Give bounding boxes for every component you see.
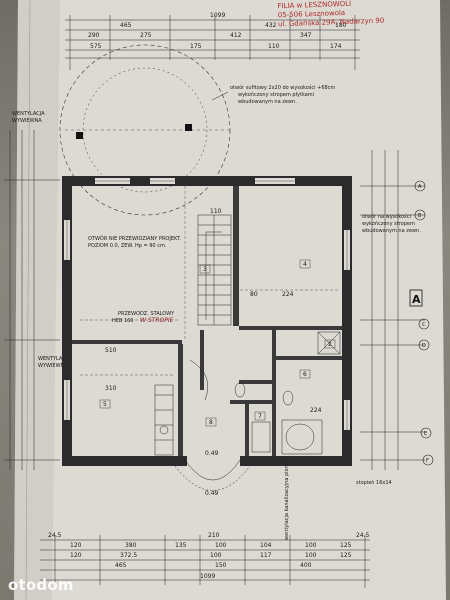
dim-text: 575: [90, 43, 102, 50]
dim-text: 224: [310, 407, 322, 414]
interior-walls: [72, 186, 342, 456]
axis-circles: [414, 180, 434, 466]
right-dimension-lines: [360, 150, 425, 470]
dim-text: 400: [300, 562, 312, 569]
dim-text: 100: [210, 552, 222, 559]
dim-text: 120: [70, 552, 82, 559]
left-side-note: WYWIEWNA: [38, 363, 68, 369]
upper-note: wykończony stropem płytkami: [238, 91, 314, 98]
vertical-note: wentylacja kanalizacyjna piony: [284, 462, 290, 540]
dim-text: 465: [115, 562, 127, 569]
upper-note: otwór sufitowy 2x20 do wysokości +68cm: [230, 84, 335, 91]
dim-text: 210: [208, 532, 220, 539]
dim-text: 275: [140, 32, 152, 39]
left-side-note: WYWIEWNA: [12, 118, 42, 124]
section-marker: [409, 289, 423, 307]
upper-note: wbudowanym na zewn.: [238, 99, 297, 105]
kitchen-counter: [154, 384, 174, 456]
dim-text: 510: [105, 347, 117, 354]
left-dimension-lines: [4, 130, 60, 470]
exterior-walls: [62, 176, 352, 466]
entrance-arcs: [174, 359, 251, 491]
top-total-dim: 1099: [210, 12, 225, 19]
bathroom-fixtures: [234, 331, 341, 455]
dim-text: 310: [105, 385, 117, 392]
dim-text: 380: [125, 542, 137, 549]
dim-text: 110: [210, 208, 222, 215]
beam-note: HEB 160: [112, 318, 133, 324]
dim-text: 465: [120, 22, 132, 29]
stair-note: stopień 16x14: [356, 479, 392, 486]
room-number: 3: [203, 266, 207, 273]
red-stamp: FILIA w LESZNOWOLI 05-506 Lesznowola ul.…: [277, 0, 408, 42]
top-dimension-lines: [65, 15, 360, 70]
left-side-note: WENTYLACJA: [38, 356, 71, 362]
dim-text: 0.49: [205, 490, 219, 497]
axis-label: B: [418, 213, 422, 219]
axis-label: F: [426, 458, 429, 464]
right-note: wykończony stropem: [362, 220, 415, 227]
dim-text: 347: [300, 32, 312, 39]
dim-text: 432: [265, 22, 277, 29]
dim-text: 125: [340, 542, 352, 549]
handwritten-note: W STROPIE: [140, 317, 174, 324]
room-note: POZIOM 0.0, ZEW. Hp = 90 cm.: [88, 243, 167, 249]
column-marker: [76, 132, 83, 139]
dim-text: 174: [330, 43, 342, 50]
dim-text: 24.5: [48, 532, 62, 539]
dim-text: 117: [260, 552, 272, 559]
dim-text: 224: [282, 291, 294, 298]
dim-text: 100: [215, 542, 227, 549]
staircase: [197, 214, 232, 326]
room-number: 8: [209, 419, 213, 426]
column-marker: [185, 124, 192, 131]
dim-text: 0.49: [205, 450, 219, 457]
paper-sheet: [14, 0, 446, 600]
section-letter: A: [412, 293, 421, 306]
dim-text: 175: [190, 43, 202, 50]
axis-label: A: [418, 184, 422, 190]
dim-text: 180: [335, 22, 347, 29]
room-number: 4: [303, 261, 307, 268]
room-number: 7: [258, 413, 262, 420]
room-numbers: 3 4 5 6 7 8 2: [99, 259, 336, 427]
dim-text: 412: [230, 32, 242, 39]
bottom-dimension-lines: [40, 535, 370, 588]
bottom-total-dim: 1099: [200, 573, 215, 580]
axis-label: C: [422, 322, 426, 328]
dim-text: 150: [215, 562, 227, 569]
right-note: wbudowanym na zewn.: [362, 228, 421, 234]
dim-text: 120: [70, 542, 82, 549]
dim-text: 80: [250, 291, 258, 298]
left-side-note: WENTYLACJA: [12, 111, 45, 117]
dim-text: 125: [340, 552, 352, 559]
beam-note: PRZEWODZ. STALOWY: [118, 311, 175, 317]
dim-text: 372.5: [120, 552, 137, 559]
room-number: 2: [328, 341, 332, 348]
room-note: OTWÓR NIE PRZEWIDZIANY PROJEKT.: [88, 235, 181, 242]
room-number: 5: [103, 401, 107, 408]
dim-text: 24.5: [356, 532, 370, 539]
dim-text: 100: [305, 552, 317, 559]
dim-text: 100: [305, 542, 317, 549]
dim-text: 135: [175, 542, 187, 549]
dim-text: 110: [268, 43, 280, 50]
dashed-arc: [59, 44, 231, 216]
right-note: otwór na wysokości: [362, 213, 411, 220]
dim-text: 104: [260, 542, 272, 549]
room-number: 6: [303, 371, 307, 378]
axis-label: D: [422, 343, 426, 349]
axis-label: E: [424, 431, 427, 437]
dim-text: 290: [88, 32, 100, 39]
otodom-watermark: otodom: [8, 576, 74, 594]
